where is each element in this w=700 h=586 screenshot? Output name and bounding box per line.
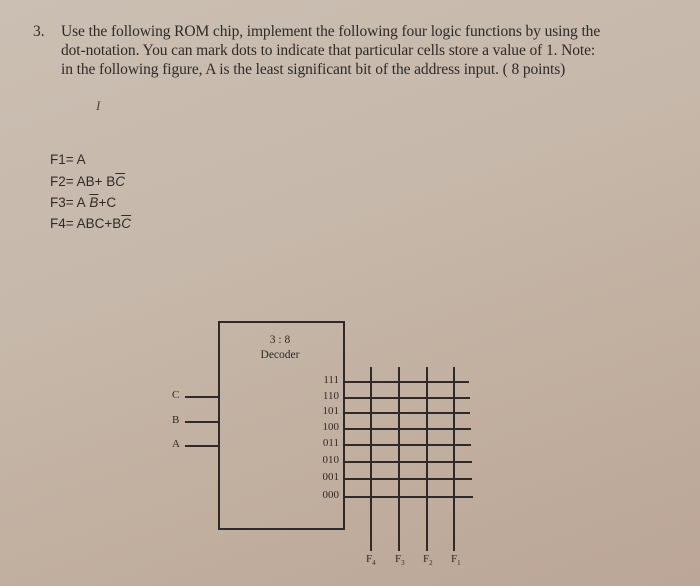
function-f1: F1= A — [50, 152, 86, 167]
decoder-title: Decoder — [260, 349, 300, 361]
address-011: 011 — [322, 437, 339, 449]
word-line-110 — [343, 397, 470, 399]
address-111: 111 — [323, 374, 339, 386]
input-label-a: A — [172, 438, 180, 450]
function-f4-label: F4= ABC+B — [50, 216, 122, 231]
bit-line-f3[interactable] — [398, 367, 400, 551]
word-line-000 — [343, 496, 473, 498]
text-cursor-icon: I — [96, 98, 101, 113]
function-f1-label: F1= A — [50, 152, 86, 167]
input-line-b — [185, 421, 218, 423]
address-101: 101 — [322, 405, 340, 417]
decoder-box — [218, 321, 345, 530]
input-line-c — [185, 396, 218, 398]
word-line-101 — [343, 412, 470, 414]
output-label-f1: F1 — [451, 553, 461, 568]
output-label-f2: F2 — [423, 553, 433, 568]
function-f2-label: F2= AB+ B — [50, 174, 116, 189]
address-110: 110 — [322, 390, 339, 402]
question-number: 3. — [33, 23, 45, 40]
address-001: 001 — [322, 471, 340, 483]
function-f3-complement: B — [89, 195, 99, 210]
decoder-ratio: 3 : 8 — [269, 334, 291, 346]
function-f4: F4= ABC+BC — [50, 216, 131, 231]
input-label-c: C — [172, 389, 180, 401]
bit-line-f4[interactable] — [370, 367, 372, 551]
bit-line-f1[interactable] — [453, 367, 455, 551]
input-label-b: B — [172, 414, 180, 426]
function-f2-complement: C — [115, 174, 126, 189]
function-f3: F3= A B+C — [50, 195, 116, 210]
output-label-f4: F4 — [366, 553, 376, 568]
question-text-line-2: dot-notation. You can mark dots to indic… — [61, 42, 596, 59]
word-line-111 — [343, 381, 469, 383]
function-f4-complement: C — [121, 216, 132, 231]
address-000: 000 — [322, 489, 340, 501]
question-text-line-1: Use the following ROM chip, implement th… — [61, 23, 601, 40]
address-010: 010 — [322, 454, 340, 466]
input-line-a — [185, 445, 218, 447]
function-f3-tail: +C — [98, 195, 117, 210]
word-line-010 — [343, 461, 472, 463]
bit-line-f2[interactable] — [426, 367, 428, 551]
function-f3-label: F3= A — [50, 195, 86, 210]
question-text-line-3: in the following figure, A is the least … — [61, 61, 566, 78]
word-line-100 — [343, 428, 471, 430]
function-f2: F2= AB+ BC — [50, 174, 125, 189]
address-100: 100 — [322, 421, 340, 433]
word-line-001 — [343, 478, 472, 480]
output-label-f3: F3 — [395, 553, 405, 568]
word-line-011 — [343, 444, 471, 446]
